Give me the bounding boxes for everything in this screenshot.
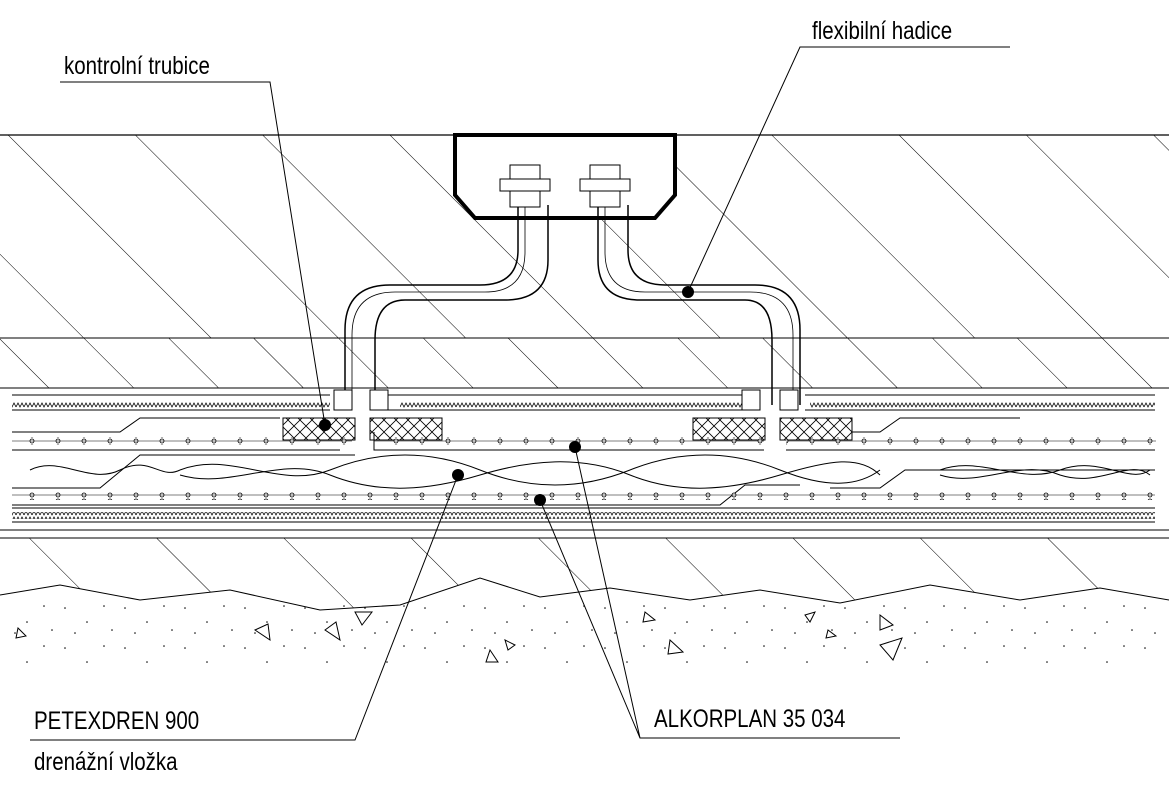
label-flexible-hose: flexibilní hadice <box>812 17 953 45</box>
label-drain-liner-product: PETEXDREN 900 <box>34 707 200 735</box>
leader-lines <box>30 46 1010 741</box>
gravel-subgrade <box>10 605 1160 665</box>
label-membrane: ALKORPLAN 35 034 <box>654 705 846 733</box>
label-control-tube: kontrolní trubice <box>64 52 210 80</box>
protective-layer <box>0 338 1169 389</box>
membrane-layers <box>0 389 1169 539</box>
leader-dots <box>319 286 694 506</box>
drain-body <box>453 133 677 220</box>
base-concrete <box>0 538 1169 611</box>
hose-fittings <box>333 164 799 411</box>
flexible-hoses <box>344 205 801 405</box>
label-drain-liner-desc: drenážní vložka <box>34 748 178 776</box>
